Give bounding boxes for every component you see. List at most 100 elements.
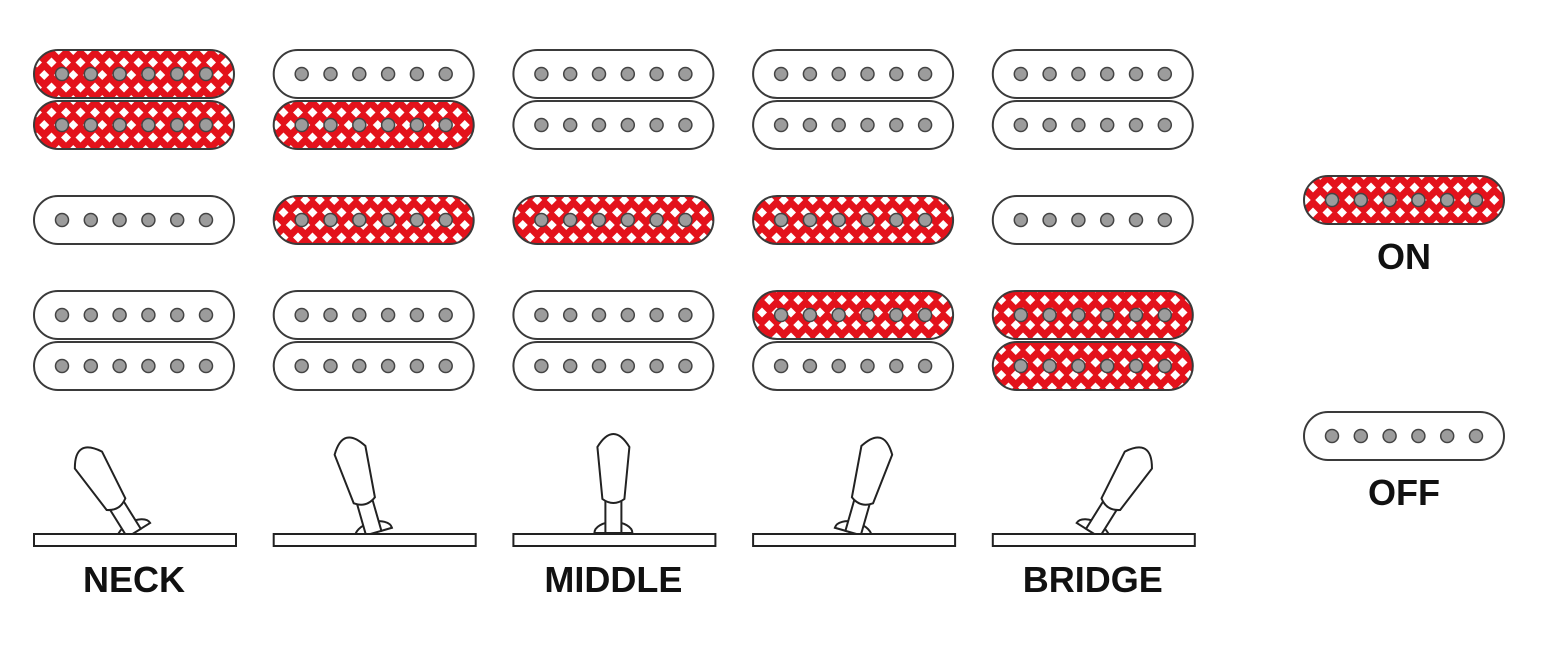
switch-plate	[272, 533, 477, 547]
neck-humbucker	[33, 49, 235, 150]
pole-piece	[323, 358, 338, 374]
pole-piece	[409, 358, 425, 374]
pole-piece	[169, 358, 185, 374]
bridge-coil-bottom	[33, 341, 235, 391]
switch-knob	[596, 433, 631, 504]
pole-piece	[802, 66, 818, 82]
pole-piece	[1324, 428, 1340, 444]
pole-piece	[141, 358, 156, 374]
pole-piece	[112, 66, 127, 82]
pole-piece	[1128, 212, 1144, 228]
neck-coil-bottom	[512, 100, 715, 150]
coil-body	[512, 341, 715, 391]
pole-piece	[1324, 192, 1340, 208]
pole-piece	[438, 358, 453, 374]
middle-single-coil	[33, 195, 235, 245]
pole-piece	[562, 117, 578, 133]
pole-piece	[438, 117, 453, 133]
legend-off-pickup	[1303, 411, 1505, 461]
neck-coil-bottom	[991, 100, 1194, 150]
coil-body	[991, 341, 1194, 391]
pole-piece	[323, 212, 338, 228]
pole-piece	[380, 66, 396, 82]
selector-switch	[752, 436, 957, 547]
pole-piece	[380, 212, 396, 228]
pole-piece	[54, 307, 70, 323]
pole-piece	[534, 66, 549, 82]
pole-piece	[323, 117, 338, 133]
coil-body	[1303, 175, 1505, 225]
pole-piece	[773, 66, 789, 82]
pole-piece	[562, 307, 578, 323]
pole-piece	[802, 117, 818, 133]
pole-piece	[802, 307, 818, 323]
pole-piece	[352, 66, 367, 82]
pole-piece	[802, 358, 818, 374]
pole-piece	[1382, 428, 1397, 444]
pole-piece	[889, 117, 904, 133]
pole-piece	[169, 307, 185, 323]
pole-piece	[1353, 428, 1369, 444]
middle-single-coil	[991, 195, 1194, 245]
pole-piece	[831, 66, 846, 82]
pole-piece	[889, 212, 904, 228]
pole-piece	[620, 212, 636, 228]
coil-body	[752, 341, 955, 391]
bridge-coil-top	[752, 290, 955, 340]
pole-piece	[860, 117, 875, 133]
pole-piece	[198, 358, 214, 374]
pole-piece	[438, 307, 453, 323]
pole-piece	[352, 307, 367, 323]
pole-piece	[1042, 117, 1057, 133]
neck-coil-top	[752, 49, 955, 99]
pole-piece	[1099, 212, 1115, 228]
pole-piece	[1071, 307, 1086, 323]
coil-body	[1303, 411, 1505, 461]
pole-piece	[860, 358, 875, 374]
pole-piece	[1128, 66, 1144, 82]
pole-piece	[649, 358, 664, 374]
pole-piece	[1042, 212, 1057, 228]
pole-piece	[409, 117, 425, 133]
middle-coil	[33, 195, 235, 245]
pole-piece	[294, 117, 309, 133]
pole-piece	[917, 212, 933, 228]
coil-body	[272, 290, 475, 340]
switch-lever	[73, 446, 152, 545]
pole-piece	[889, 358, 904, 374]
neck-coil-bottom	[752, 100, 955, 150]
neck-humbucker	[991, 49, 1194, 150]
pole-piece	[141, 307, 156, 323]
switch-knob	[1100, 446, 1153, 512]
pole-piece	[1468, 428, 1484, 444]
pole-piece	[198, 66, 214, 82]
switch-position-3: MIDDLE	[512, 49, 717, 600]
neck-coil-bottom	[272, 100, 475, 150]
pole-piece	[294, 358, 309, 374]
pole-piece	[678, 212, 693, 228]
pole-piece	[917, 307, 933, 323]
coil-body	[991, 100, 1194, 150]
pole-piece	[380, 307, 396, 323]
coil-body	[752, 100, 955, 150]
pole-piece	[83, 212, 99, 228]
pole-piece	[1157, 358, 1173, 374]
pole-piece	[352, 117, 367, 133]
pole-piece	[860, 307, 875, 323]
pole-piece	[380, 358, 396, 374]
pole-piece	[562, 358, 578, 374]
pole-piece	[83, 117, 99, 133]
pole-piece	[169, 66, 185, 82]
bridge-coil-top	[272, 290, 475, 340]
pole-piece	[1439, 428, 1455, 444]
pole-piece	[141, 117, 156, 133]
middle-coil	[991, 195, 1194, 245]
switch-lever	[593, 433, 634, 534]
pole-piece	[1157, 66, 1173, 82]
pole-piece	[620, 358, 636, 374]
pole-piece	[1071, 66, 1086, 82]
pole-piece	[889, 307, 904, 323]
switch-plate	[752, 533, 957, 547]
pole-piece	[1013, 212, 1029, 228]
